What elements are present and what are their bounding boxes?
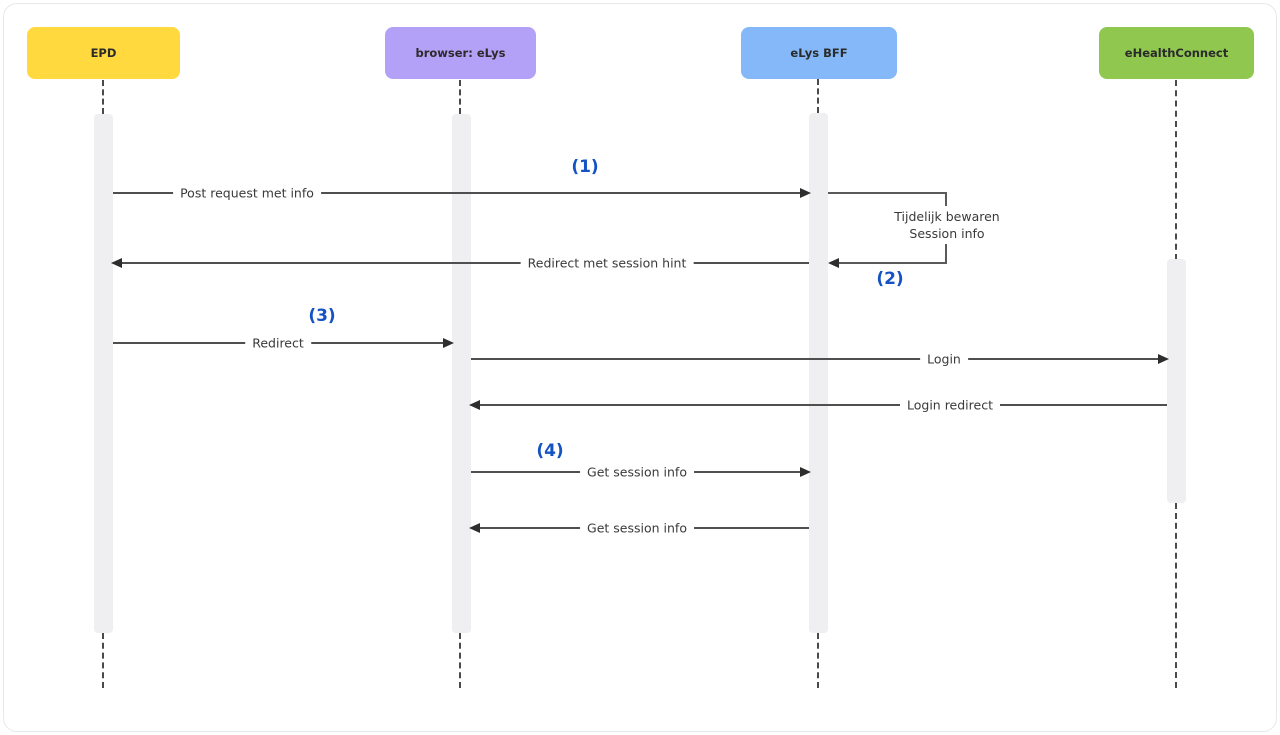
- actor-browser-elys-label: browser: eLys: [415, 46, 506, 60]
- lifeline-bff-top: [817, 79, 819, 113]
- activation-bar-bff: [809, 113, 828, 633]
- arrowhead-left-icon: [469, 400, 480, 410]
- message-redirect: Redirect: [113, 334, 454, 352]
- actor-epd: EPD: [27, 27, 180, 79]
- self-message-label-line2: Session info: [909, 226, 985, 241]
- lifeline-epd-top: [102, 80, 104, 114]
- arrowhead-right-icon: [800, 467, 811, 477]
- lifeline-ehc-bottom: [1175, 503, 1177, 688]
- message-login-label: Login: [920, 350, 968, 368]
- arrowhead-left-icon: [828, 258, 839, 268]
- self-message-label: Tijdelijk bewaren Session info: [888, 206, 1006, 244]
- activation-bar-epd: [94, 114, 113, 633]
- actor-elys-bff-label: eLys BFF: [790, 46, 848, 60]
- message-get-session-info-return-label: Get session info: [580, 519, 694, 537]
- message-get-session-info: Get session info: [471, 463, 811, 481]
- actor-elys-bff: eLys BFF: [741, 27, 897, 79]
- step-1-badge: (1): [571, 157, 599, 177]
- lifeline-browser-bottom: [459, 633, 461, 688]
- self-message-return-line: [828, 258, 947, 268]
- canvas-border: [3, 3, 1277, 732]
- message-post-request: Post request met info: [113, 184, 811, 202]
- actor-epd-label: EPD: [90, 46, 117, 60]
- actor-browser-elys: browser: eLys: [385, 27, 536, 79]
- arrowhead-right-icon: [443, 338, 454, 348]
- message-redirect-session-hint: Redirect met session hint: [111, 254, 809, 272]
- lifeline-ehc-top: [1175, 80, 1177, 260]
- step-3-badge: (3): [308, 306, 336, 326]
- message-get-session-info-return: Get session info: [469, 519, 809, 537]
- lifeline-browser-top: [459, 80, 461, 114]
- step-4-badge: (4): [536, 441, 564, 461]
- activation-bar-ehc: [1167, 259, 1186, 503]
- message-redirect-label: Redirect: [245, 334, 311, 352]
- message-login-redirect: Login redirect: [469, 396, 1167, 414]
- lifeline-epd-bottom: [102, 633, 104, 688]
- message-login-redirect-label: Login redirect: [900, 396, 1000, 414]
- message-redirect-session-hint-label: Redirect met session hint: [520, 254, 694, 272]
- self-message-top-line: [828, 192, 947, 194]
- actor-ehealthconnect: eHealthConnect: [1099, 27, 1254, 79]
- arrowhead-left-icon: [469, 523, 480, 533]
- arrowhead-right-icon: [800, 188, 811, 198]
- activation-bar-browser: [452, 114, 471, 633]
- step-2-badge: (2): [876, 269, 904, 289]
- lifeline-bff-bottom: [817, 633, 819, 688]
- message-post-request-label: Post request met info: [173, 184, 321, 202]
- message-get-session-info-label: Get session info: [580, 463, 694, 481]
- message-login: Login: [471, 350, 1169, 368]
- arrowhead-left-icon: [111, 258, 122, 268]
- self-message-label-line1: Tijdelijk bewaren: [894, 209, 1000, 224]
- actor-ehealthconnect-label: eHealthConnect: [1124, 46, 1229, 60]
- arrowhead-right-icon: [1158, 354, 1169, 364]
